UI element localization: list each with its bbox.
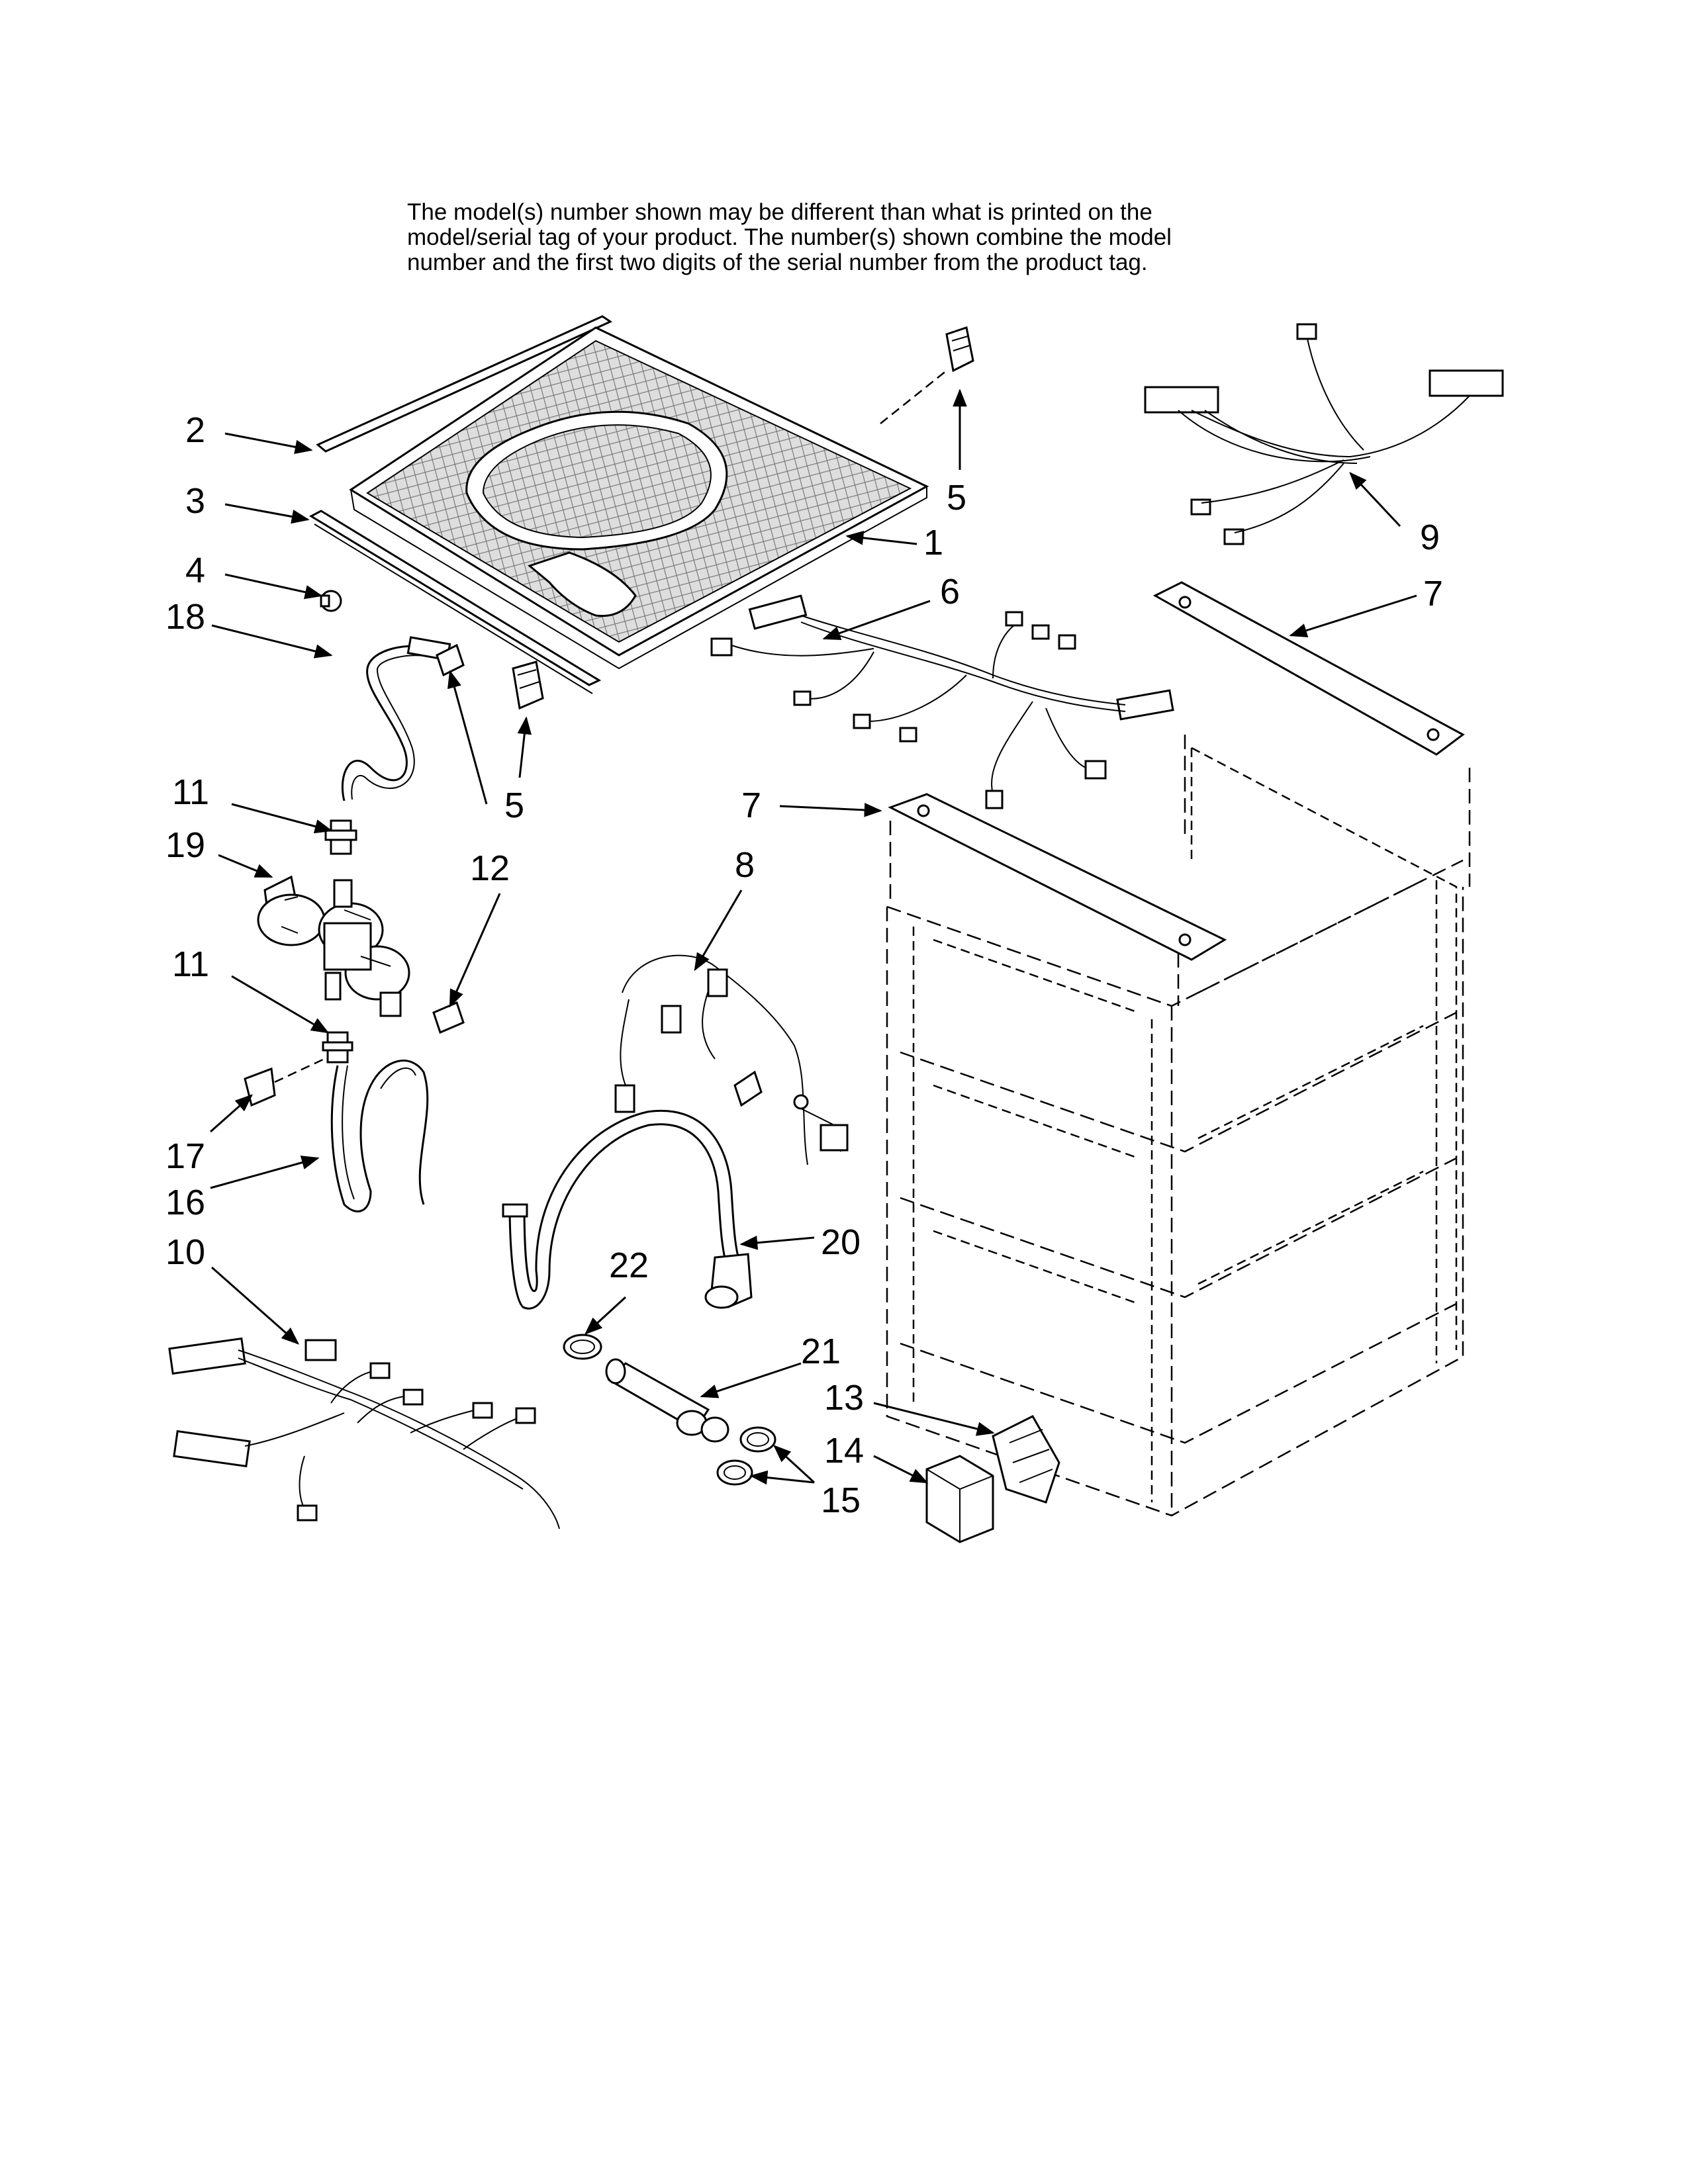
- note-line-2: model/serial tag of your product. The nu…: [407, 224, 1172, 250]
- part-7-bracket-lower: [888, 793, 1227, 961]
- part-11-elbow-upper: [324, 819, 357, 855]
- callout-6: 6: [940, 572, 960, 612]
- callout-20: 21: [801, 1332, 841, 1371]
- part-5-clip-lower: [512, 660, 544, 710]
- part-12-hose-connector-lower: [432, 1001, 465, 1034]
- callout-15: 16: [165, 1183, 205, 1222]
- callout-11-lower: 11: [172, 944, 209, 984]
- callout-1: 1: [923, 523, 943, 563]
- part-11-elbow-lower: [322, 1031, 353, 1064]
- part-1-top-panel: [349, 326, 929, 670]
- callout-7-upper: 7: [1423, 574, 1443, 614]
- part-6-wire-harness: [710, 594, 1174, 809]
- part-20-connector-tube: [605, 1358, 729, 1443]
- callout-11-upper: 11: [172, 772, 209, 812]
- callout-8: 8: [735, 845, 755, 885]
- callout-13: 13: [824, 1378, 864, 1418]
- callout-22: 22: [609, 1246, 649, 1285]
- callout-9: 9: [1420, 518, 1440, 557]
- callout-16: 18: [165, 597, 205, 637]
- callout-14: 14: [824, 1431, 864, 1471]
- callout-17: 17: [165, 1136, 205, 1176]
- callout-labels: 2 3 4 18 1 5 5 6 7 7 9 8 11 19 12 11 17 …: [165, 410, 1443, 1520]
- note-line-3: number and the first two digits of the s…: [407, 250, 1148, 275]
- note-line-1: The model(s) number shown may be differe…: [407, 199, 1152, 225]
- part-15-hose: [330, 1060, 429, 1212]
- model-number-note: The model(s) number shown may be differe…: [407, 200, 1334, 275]
- part-5-clip-upper: [880, 326, 974, 424]
- part-13-bracket: [992, 1415, 1060, 1504]
- part-3-rail: [308, 510, 602, 694]
- part-19-drain-hose: [502, 1110, 753, 1310]
- part-4-screw: [320, 590, 342, 612]
- part-2-strip: [316, 315, 613, 453]
- callout-5-upper: 5: [947, 478, 966, 518]
- part-18-water-valve: [257, 875, 410, 1017]
- callout-3: 3: [185, 481, 205, 521]
- part-7-bracket-upper: [1152, 581, 1465, 756]
- part-8-sensor-harness: [614, 954, 849, 1165]
- callout-18: 19: [165, 825, 205, 865]
- callout-12: 12: [470, 848, 510, 888]
- part-17-clip: [244, 1058, 325, 1107]
- callout-7-lower: 7: [741, 786, 761, 825]
- part-14-box: [925, 1455, 994, 1543]
- callout-5-lower: 5: [504, 786, 524, 825]
- callout-10: 10: [165, 1232, 205, 1272]
- callout-19: 20: [821, 1222, 861, 1262]
- part-10-wire-harness: [168, 1337, 560, 1529]
- part-9-wire-harness: [1144, 323, 1504, 545]
- callout-2: 2: [185, 410, 205, 450]
- part-16-hose: [341, 636, 451, 801]
- callout-21: 15: [821, 1480, 861, 1520]
- dashed-cabinet-frame: [886, 735, 1471, 1517]
- leader-lines: [210, 388, 1417, 1485]
- part-21-clamps: [716, 1426, 776, 1486]
- callout-4: 4: [185, 551, 205, 590]
- part-12-hose-connector-upper: [436, 643, 465, 677]
- part-22-clamp: [563, 1334, 602, 1360]
